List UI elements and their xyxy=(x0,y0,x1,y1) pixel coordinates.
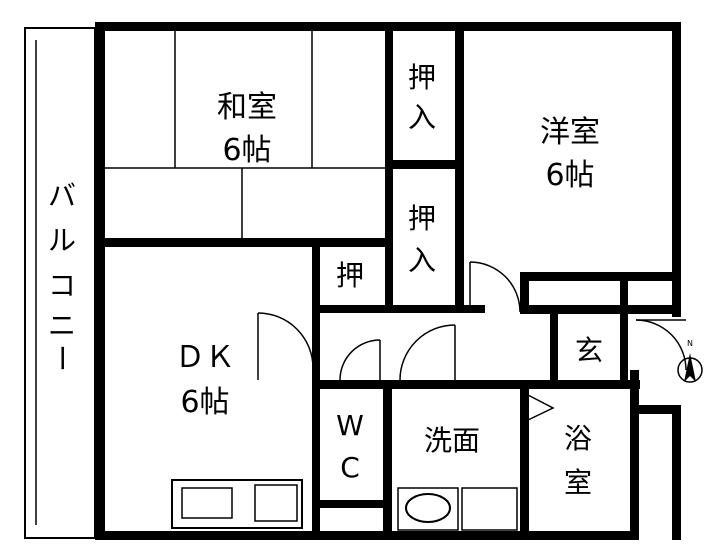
kitchen-stove xyxy=(254,484,298,522)
tatami-lines xyxy=(105,31,385,238)
closet2-char-1: 押 xyxy=(408,202,436,235)
washitsu-size: 6帖 xyxy=(222,133,271,168)
kitchen-sink xyxy=(181,487,233,519)
balcony-char-4: ニ xyxy=(48,309,76,342)
kitchen-counter xyxy=(171,479,303,529)
compass-label: N xyxy=(687,339,693,348)
youshitsu-name: 洋室 xyxy=(540,115,600,150)
washer-space xyxy=(461,487,518,531)
bath-char-1: 浴 xyxy=(564,422,592,455)
washbasin-counter xyxy=(397,487,459,531)
balcony-char-5: ー xyxy=(45,344,78,372)
dk-name: ＤＫ xyxy=(175,340,235,375)
closet3-label: 押 xyxy=(336,259,364,292)
balcony-char-2: ル xyxy=(48,224,76,257)
wc-char-1: W xyxy=(336,409,364,442)
bath-char-2: 室 xyxy=(564,466,592,499)
interior-walls xyxy=(95,22,680,540)
entrance-label: 玄 xyxy=(575,334,603,367)
doors xyxy=(257,261,687,421)
closet2-char-2: 入 xyxy=(408,244,436,277)
balcony-char-3: コ xyxy=(48,269,76,302)
compass-icon: N xyxy=(677,339,703,383)
fixtures xyxy=(171,479,518,531)
wc-char-2: C xyxy=(340,451,360,484)
youshitsu-size: 6帖 xyxy=(545,158,594,193)
washbasin xyxy=(405,493,451,523)
dk-size: 6帖 xyxy=(180,385,229,420)
senmen-label: 洗面 xyxy=(424,424,480,457)
balcony-char-1: バ xyxy=(48,179,76,212)
outer-walls xyxy=(95,22,681,540)
closet1-char-1: 押 xyxy=(408,61,436,94)
closet1-char-2: 入 xyxy=(408,101,436,134)
washitsu-name: 和室 xyxy=(217,90,277,125)
